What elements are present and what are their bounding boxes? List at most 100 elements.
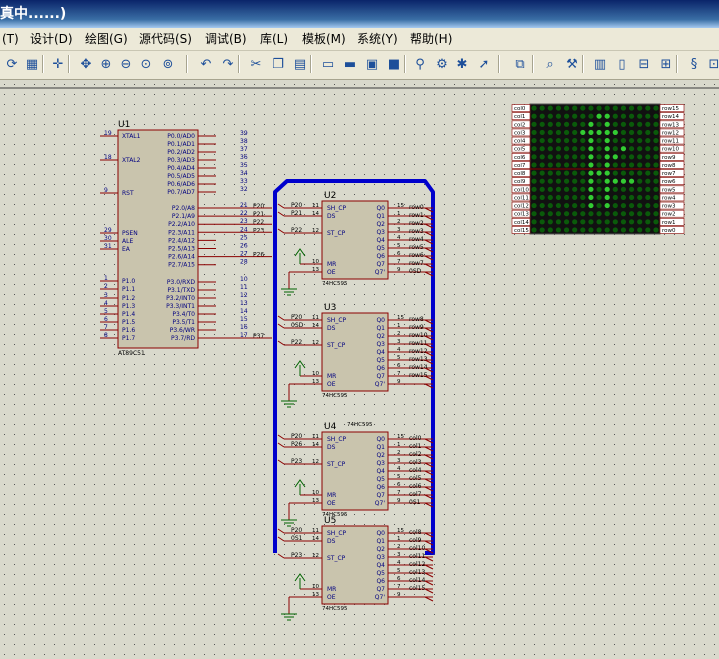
led-dot	[596, 186, 602, 192]
zoom-all-icon[interactable]: ⊙	[140, 56, 152, 72]
mcu-pin-name: P1.7	[122, 335, 135, 342]
cut-icon[interactable]: ✂	[250, 56, 262, 72]
origin-icon[interactable]: ✛	[52, 56, 64, 72]
refresh-icon[interactable]: ⟳	[6, 56, 18, 72]
zoom-child-icon[interactable]: ⊟	[638, 56, 650, 72]
bus-entry	[277, 228, 285, 234]
bus-entry	[424, 375, 434, 381]
matrix-terminal	[659, 144, 685, 153]
menu-library[interactable]: 库(L)	[260, 32, 289, 46]
led-dot	[555, 105, 562, 111]
netlist-icon[interactable]: §	[690, 56, 698, 72]
led-dot	[563, 105, 570, 111]
menu-tools[interactable]: (T)	[2, 32, 19, 46]
led-dot	[563, 178, 570, 184]
matrix-col-label: col9	[514, 179, 526, 185]
led-dot	[653, 227, 659, 233]
led-dot	[645, 121, 651, 127]
mcu-pin-name: P2.3/A11	[168, 229, 195, 236]
shift-register-pin-name: MR	[327, 261, 336, 268]
shift-register-pin-number: 3	[397, 552, 401, 558]
ares-icon[interactable]: ⊡	[708, 56, 719, 72]
copy-icon[interactable]: ❐	[272, 56, 284, 72]
mcu-pin-name: RST	[122, 190, 134, 197]
led-dot	[653, 178, 659, 184]
net-label: row2	[409, 220, 424, 227]
led-dot	[596, 211, 602, 217]
menu-system[interactable]: 系统(Y)	[357, 32, 398, 46]
matrix-terminal	[511, 185, 531, 194]
matrix-terminal	[659, 209, 685, 218]
led-dot	[555, 186, 562, 192]
shift-register-pin-name: Q2	[376, 452, 385, 459]
matrix-col-label: col3	[514, 130, 526, 136]
net-label: P23	[291, 458, 302, 465]
mcu-pin-name: ALE	[122, 238, 133, 245]
remove-sheet-icon[interactable]: ▯	[618, 56, 626, 72]
led-dot	[612, 162, 618, 168]
led-dot	[531, 170, 537, 176]
led-dot	[604, 113, 610, 119]
menu-template[interactable]: 模板(M)	[302, 32, 346, 46]
mcu-pin-name: P0.2/AD2	[167, 149, 195, 156]
menu-help[interactable]: 帮助(H)	[410, 32, 453, 46]
menu-graph[interactable]: 绘图(G)	[85, 32, 128, 46]
menu-source[interactable]: 源代码(S)	[139, 32, 192, 46]
zoom-area-icon[interactable]: ⊚	[162, 56, 174, 72]
pick-device-icon[interactable]: ⚲	[415, 56, 425, 72]
property-tool-icon[interactable]: ⚒	[566, 56, 578, 72]
package-icon[interactable]: ✱	[456, 56, 468, 72]
led-dot	[612, 186, 618, 192]
led-dot	[637, 105, 643, 111]
bus-entry	[277, 323, 285, 329]
net-label: P20	[291, 314, 302, 321]
new-sheet-icon[interactable]: ▥	[593, 56, 607, 72]
block-rotate-icon[interactable]: ▣	[365, 56, 379, 72]
menu-debug[interactable]: 调试(B)	[205, 32, 247, 46]
net-label: row13	[409, 356, 428, 363]
led-dot	[612, 137, 618, 144]
led-dot	[572, 137, 578, 144]
bus-entry	[424, 446, 434, 452]
wire-autorouter-icon[interactable]: ⧉	[515, 56, 525, 72]
pan-icon[interactable]: ✥	[80, 56, 92, 72]
shift-register-pin-number: 9	[397, 379, 401, 385]
zoom-out-icon[interactable]: ⊖	[120, 56, 132, 72]
shift-register-pin-number: 12	[312, 340, 319, 346]
bus-entry	[424, 359, 434, 365]
matrix-terminal	[511, 226, 531, 234]
led-dot	[539, 170, 545, 176]
bom-icon[interactable]: ⊞	[660, 56, 672, 72]
led-dot	[628, 178, 635, 184]
mcu-pin-name: P2.6/A14	[168, 254, 195, 261]
shift-register-pin-number: 10	[312, 259, 319, 265]
block-copy-icon[interactable]: ▭	[321, 56, 335, 72]
led-dot	[604, 194, 610, 201]
mcu-pin-number: 24	[240, 226, 248, 233]
led-dot	[628, 202, 635, 209]
decompose-icon[interactable]: ➚	[478, 56, 490, 72]
matrix-terminal	[511, 112, 531, 120]
zoom-in-icon[interactable]: ⊕	[100, 56, 112, 72]
grid-icon[interactable]: ▦	[25, 56, 39, 72]
mcu-pin-name: P1.4	[122, 311, 135, 318]
shift-register-pin-number: 9	[397, 498, 401, 504]
shift-register-pin-number: 1	[397, 211, 401, 217]
make-device-icon[interactable]: ⚙	[436, 56, 448, 72]
paste-icon[interactable]: ▤	[293, 56, 307, 72]
mcu-pin-number: 7	[104, 324, 108, 331]
led-dot	[596, 105, 602, 111]
redo-icon[interactable]: ↷	[222, 56, 234, 72]
led-dot	[572, 121, 578, 127]
led-dot	[620, 146, 627, 152]
mcu-pin-name: P3.7/RD	[171, 335, 195, 342]
undo-icon[interactable]: ↶	[200, 56, 212, 72]
led-dot	[628, 129, 635, 136]
search-icon[interactable]: ⌕	[546, 56, 554, 72]
block-move-icon[interactable]: ▬	[343, 56, 357, 72]
block-delete-icon[interactable]: ■	[387, 56, 401, 72]
menu-design[interactable]: 设计(D)	[30, 32, 73, 46]
matrix-col-label: col4	[514, 139, 526, 145]
